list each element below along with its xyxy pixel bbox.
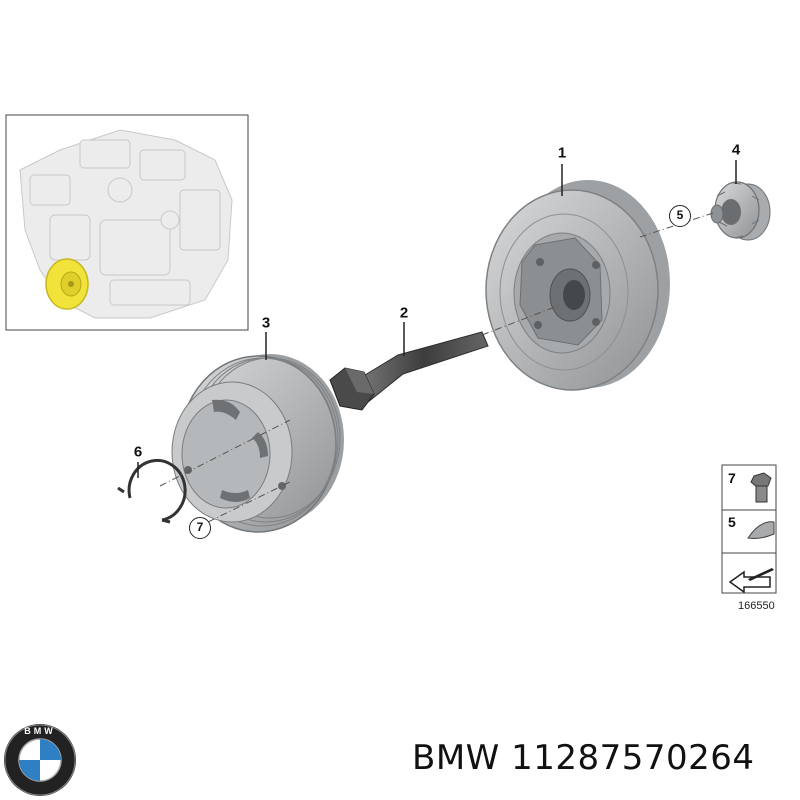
part-caption: BMW 11287570264	[412, 738, 755, 778]
parts-legend	[721, 464, 777, 594]
callout-2: 2	[399, 304, 409, 322]
callout-3: 3	[261, 314, 271, 332]
circlip	[117, 458, 187, 524]
callout-1: 1	[557, 144, 567, 162]
leader-lines	[137, 160, 737, 478]
legend-key-icon	[747, 521, 775, 539]
callout-6: 6	[133, 443, 143, 461]
callout-4: 4	[731, 141, 741, 159]
brand-name: BMW	[412, 738, 500, 778]
diagram-number: 166550	[738, 600, 775, 612]
vibration-damper	[485, 180, 670, 391]
callout-7-circled: 7	[189, 517, 211, 539]
arrow-icon	[728, 568, 774, 594]
sprocket	[710, 181, 771, 241]
part-number: 11287570264	[511, 738, 755, 778]
legend-number-5: 5	[728, 514, 736, 530]
legend-number-7: 7	[728, 470, 736, 486]
bmw-logo	[4, 724, 76, 796]
central-bolt	[329, 331, 489, 411]
highlighted-damper	[45, 258, 89, 310]
bmw-logo-text: BMW	[24, 726, 56, 736]
belt-pulley	[171, 354, 344, 533]
center-lines	[159, 211, 717, 523]
legend-bolt-icon	[750, 472, 772, 503]
engine-inset	[5, 114, 249, 331]
callout-5-circled: 5	[669, 205, 691, 227]
